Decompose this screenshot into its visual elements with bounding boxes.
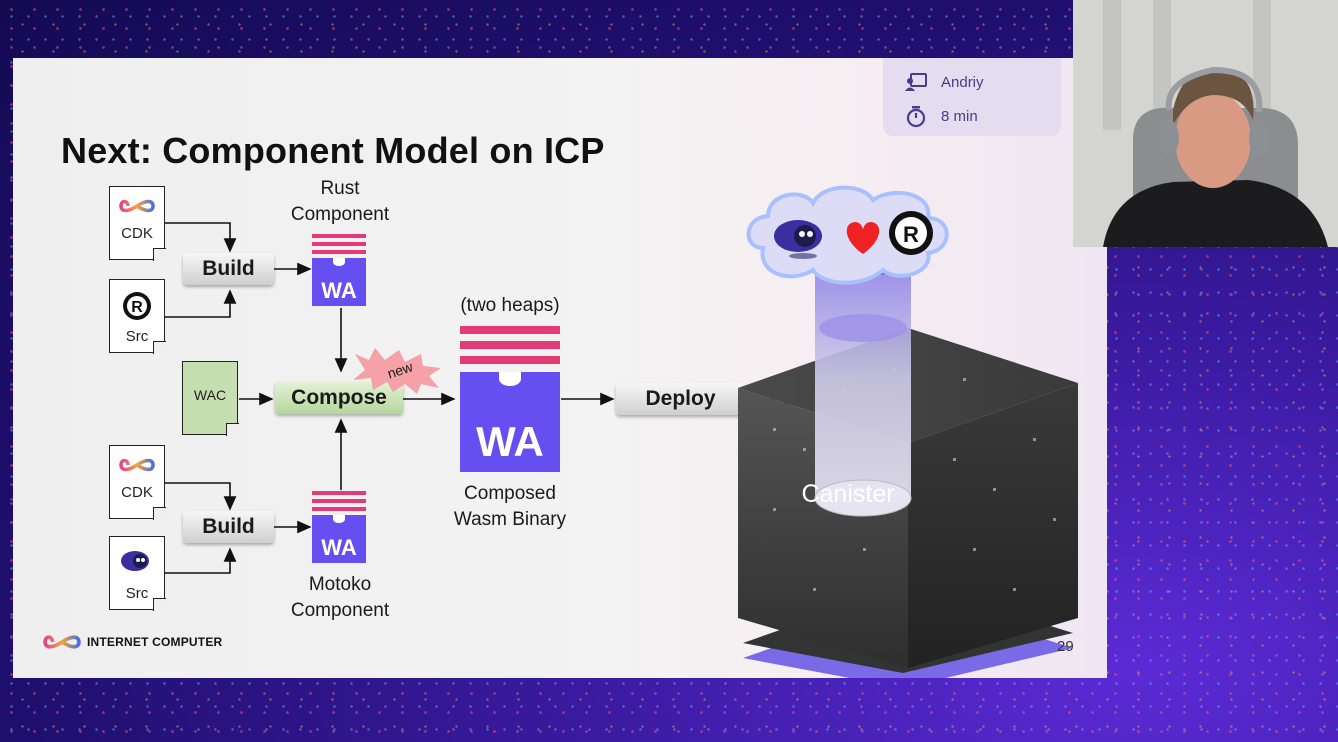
canister-label: Canister bbox=[801, 480, 895, 508]
infinity-icon bbox=[119, 199, 155, 213]
compose-box: Compose bbox=[275, 382, 403, 414]
cdk-document-bottom: CDK bbox=[109, 445, 166, 520]
wac-label: WAC bbox=[193, 387, 227, 403]
infinity-icon bbox=[43, 635, 81, 649]
slide-title: Next: Component Model on ICP bbox=[61, 130, 605, 171]
rust-icon: R bbox=[123, 292, 151, 320]
wac-document: WAC bbox=[182, 361, 239, 436]
motoko-icon bbox=[774, 220, 822, 259]
duration-row: 8 min bbox=[905, 105, 978, 128]
rust-wasm-component-icon: WA bbox=[312, 234, 366, 306]
cdk-label: CDK bbox=[121, 484, 153, 501]
timer-icon bbox=[906, 106, 926, 128]
wa-label-binary: WA bbox=[460, 372, 560, 472]
speaker-name: Andriy bbox=[941, 73, 984, 91]
composed-binary-caption: Composed Wasm Binary bbox=[453, 483, 567, 530]
two-heaps-label: (two heaps) bbox=[460, 295, 560, 316]
canister-illustration: R bbox=[738, 185, 1078, 678]
build-box-top: Build bbox=[183, 253, 274, 285]
cdk-label: CDK bbox=[121, 225, 153, 242]
speaker-card: Andriy 8 min bbox=[883, 58, 1061, 136]
rust-source-document: R Src bbox=[109, 279, 166, 354]
rust-component-title: Rust Component bbox=[290, 178, 390, 225]
infinity-icon bbox=[119, 458, 155, 472]
composed-wasm-binary-icon: WA bbox=[460, 326, 560, 472]
presentation-slide: Andriy 8 min Next: Component Model on IC… bbox=[13, 58, 1107, 678]
src-label: Src bbox=[125, 585, 149, 602]
motoko-component-title: Motoko Component bbox=[290, 574, 390, 621]
deploy-box: Deploy bbox=[616, 383, 745, 415]
internet-computer-logo: INTERNET COMPUTER bbox=[43, 632, 222, 652]
svg-text:R: R bbox=[131, 299, 143, 316]
page-number: 29 bbox=[1057, 638, 1074, 655]
svg-text:R: R bbox=[903, 222, 919, 247]
presenter-icon bbox=[905, 73, 927, 91]
motoko-wasm-component-icon: WA bbox=[312, 491, 366, 563]
heart-icon bbox=[846, 222, 880, 254]
speaker-row: Andriy bbox=[905, 72, 984, 92]
build-box-bottom: Build bbox=[183, 511, 274, 543]
motoko-icon bbox=[121, 551, 149, 571]
talk-duration: 8 min bbox=[941, 107, 978, 125]
rust-logo-cloud: R bbox=[889, 211, 933, 255]
webcam-feed bbox=[1073, 0, 1338, 247]
wa-label-top: WA bbox=[312, 258, 366, 306]
wa-label-bottom: WA bbox=[312, 515, 366, 563]
src-label: Src bbox=[125, 328, 149, 345]
motoko-source-document: Src bbox=[109, 536, 166, 611]
cdk-document-top: CDK bbox=[109, 186, 166, 261]
presenter-video bbox=[1073, 0, 1338, 247]
new-badge-burst bbox=[353, 348, 441, 394]
logo-text: INTERNET COMPUTER bbox=[87, 635, 223, 649]
diagram-connectors bbox=[165, 222, 800, 574]
